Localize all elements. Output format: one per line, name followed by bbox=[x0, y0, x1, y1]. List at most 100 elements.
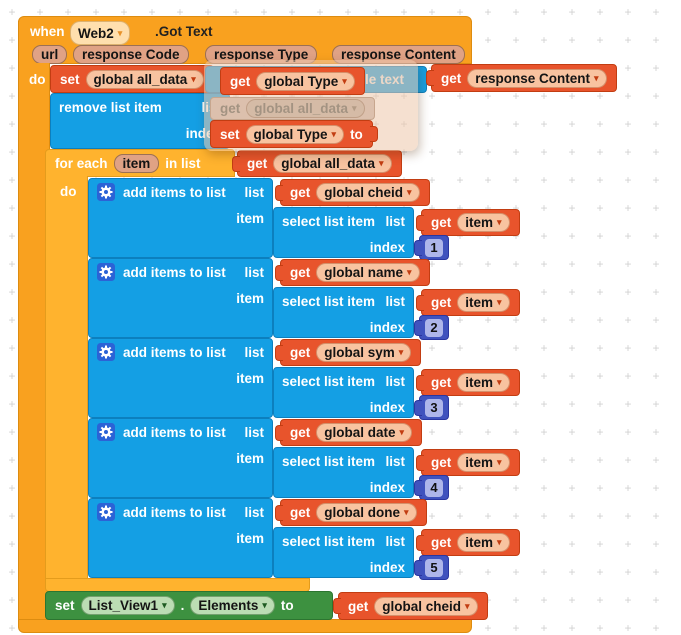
remove-list-item-block[interactable]: remove list item list index bbox=[50, 93, 230, 149]
param-response-content[interactable]: response Content bbox=[332, 45, 465, 64]
when-event-block-spine[interactable]: do bbox=[18, 63, 50, 620]
number-block[interactable]: 4 bbox=[414, 475, 449, 500]
get-keyword: get bbox=[290, 185, 311, 200]
variable-dropdown[interactable]: global all_data ▾ bbox=[85, 69, 204, 89]
variable-dropdown[interactable]: global Type ▾ bbox=[256, 71, 355, 91]
number-block[interactable]: 1 bbox=[414, 235, 449, 260]
variable-name: global cheid bbox=[382, 598, 462, 614]
variable-dropdown[interactable]: item▾ bbox=[457, 213, 510, 232]
add-items-to-list-block[interactable]: add items to list list item bbox=[88, 338, 273, 418]
get-response-content-block[interactable]: get response Content ▾ bbox=[426, 64, 617, 92]
variable-dropdown[interactable]: item▾ bbox=[457, 293, 510, 312]
plug-tab bbox=[416, 214, 424, 231]
get-global-var-block[interactable]: get global done▾ bbox=[275, 499, 427, 526]
variable-dropdown[interactable]: item▾ bbox=[457, 453, 510, 472]
get-global-cheid-block[interactable]: get global cheid▾ bbox=[333, 592, 488, 620]
get-global-var-block[interactable]: get global name▾ bbox=[275, 259, 430, 286]
mutator-gear-icon[interactable] bbox=[97, 503, 115, 521]
variable-dropdown[interactable]: global all_data ▾ bbox=[273, 154, 392, 173]
get-item-block[interactable]: get item▾ bbox=[416, 209, 520, 236]
plug-tab bbox=[275, 424, 283, 441]
variable-dropdown[interactable]: global name▾ bbox=[316, 263, 420, 282]
param-response-code[interactable]: response Code bbox=[73, 45, 189, 64]
mutator-gear-icon[interactable] bbox=[97, 343, 115, 361]
get-item-block[interactable]: get item▾ bbox=[416, 449, 520, 476]
number-field[interactable]: 1 bbox=[425, 238, 443, 257]
get-global-all-data-block[interactable]: get global all_data ▾ bbox=[232, 150, 402, 177]
variable-name: global name bbox=[324, 265, 404, 280]
variable-dropdown[interactable]: item▾ bbox=[457, 373, 510, 392]
get-keyword: get bbox=[290, 345, 311, 360]
for-each-block-bottom[interactable] bbox=[45, 578, 310, 592]
value-socket bbox=[369, 126, 378, 142]
get-keyword: get bbox=[220, 101, 241, 116]
variable-dropdown[interactable]: response Content ▾ bbox=[467, 68, 607, 88]
number-field[interactable]: 2 bbox=[425, 318, 443, 337]
property-dropdown[interactable]: Elements▾ bbox=[190, 596, 275, 615]
variable-dropdown[interactable]: global sym▾ bbox=[316, 343, 412, 362]
plug-tab bbox=[416, 294, 424, 311]
mutator-gear-icon[interactable] bbox=[97, 423, 115, 441]
number-field[interactable]: 5 bbox=[425, 558, 443, 577]
dropdown-arrow-icon: ▾ bbox=[497, 377, 502, 387]
item-socket-label: item bbox=[236, 370, 264, 386]
get-global-var-block[interactable]: get global cheid▾ bbox=[275, 179, 430, 206]
number-field[interactable]: 4 bbox=[425, 478, 443, 497]
number-block[interactable]: 3 bbox=[414, 395, 449, 420]
set-global-all-data-block[interactable]: set global all_data ▾ bbox=[50, 65, 214, 93]
get-item-block[interactable]: get item▾ bbox=[416, 369, 520, 396]
component-dropdown[interactable]: Web2 ▾ bbox=[70, 21, 131, 45]
item-socket-label: item bbox=[236, 210, 264, 226]
get-global-var-block[interactable]: get global date▾ bbox=[275, 419, 423, 446]
add-items-to-list-block[interactable]: add items to list list item bbox=[88, 498, 273, 578]
get-item-block[interactable]: get item▾ bbox=[416, 529, 520, 556]
property-name: Elements bbox=[198, 598, 259, 613]
set-global-type-block[interactable]: set global Type ▾ to bbox=[210, 120, 378, 148]
when-keyword: when bbox=[30, 24, 65, 39]
for-each-block-header[interactable]: for each item in list bbox=[45, 149, 235, 177]
component-dropdown[interactable]: List_View1▾ bbox=[80, 596, 175, 615]
add-items-to-list-block[interactable]: add items to list list item bbox=[88, 418, 273, 498]
number-block[interactable]: 5 bbox=[414, 555, 449, 580]
set-listview-elements-block[interactable]: set List_View1▾ . Elements▾ to bbox=[45, 591, 333, 620]
add-items-to-list-block[interactable]: add items to list list item bbox=[88, 258, 273, 338]
add-items-to-list-block[interactable]: add items to list list item bbox=[88, 178, 273, 258]
variable-dropdown[interactable]: global cheid▾ bbox=[374, 596, 478, 616]
number-block[interactable]: 2 bbox=[414, 315, 449, 340]
when-event-block-header[interactable]: when Web2 ▾ .Got Text url response Code … bbox=[18, 16, 472, 64]
when-do-label: do bbox=[29, 72, 46, 87]
variable-name: global cheid bbox=[324, 185, 404, 200]
get-global-var-block[interactable]: get global sym▾ bbox=[275, 339, 422, 366]
when-event-block-bottom[interactable] bbox=[18, 619, 472, 633]
for-each-block-spine[interactable]: do bbox=[45, 176, 88, 578]
dropdown-arrow-icon: ▾ bbox=[404, 507, 409, 517]
variable-name: item bbox=[465, 295, 494, 310]
get-item-block[interactable]: get item▾ bbox=[416, 289, 520, 316]
mutator-gear-icon[interactable] bbox=[97, 263, 115, 281]
variable-dropdown[interactable]: global Type ▾ bbox=[245, 124, 345, 144]
variable-dropdown[interactable]: global done▾ bbox=[316, 503, 417, 522]
dropdown-arrow-icon: ▾ bbox=[497, 297, 502, 307]
get-global-type-block[interactable]: get global Type ▾ bbox=[220, 67, 365, 95]
number-field[interactable]: 3 bbox=[425, 398, 443, 417]
mutator-gear-icon[interactable] bbox=[97, 183, 115, 201]
variable-dropdown[interactable]: global cheid▾ bbox=[316, 183, 420, 202]
variable-name: global all_data bbox=[93, 71, 188, 87]
variable-name: global all_data bbox=[254, 101, 349, 116]
index-socket-label: index bbox=[369, 559, 405, 575]
variable-dropdown[interactable]: item▾ bbox=[457, 533, 510, 552]
add-items-label: add items to list bbox=[123, 424, 226, 440]
index-socket-label: index bbox=[369, 479, 405, 495]
get-keyword: get bbox=[247, 156, 268, 171]
param-url[interactable]: url bbox=[32, 45, 68, 64]
dropdown-arrow-icon: ▾ bbox=[399, 427, 405, 437]
component-name: List_View1 bbox=[88, 598, 159, 613]
variable-dropdown[interactable]: global date▾ bbox=[316, 423, 413, 442]
loop-variable-field[interactable]: item bbox=[113, 153, 160, 173]
